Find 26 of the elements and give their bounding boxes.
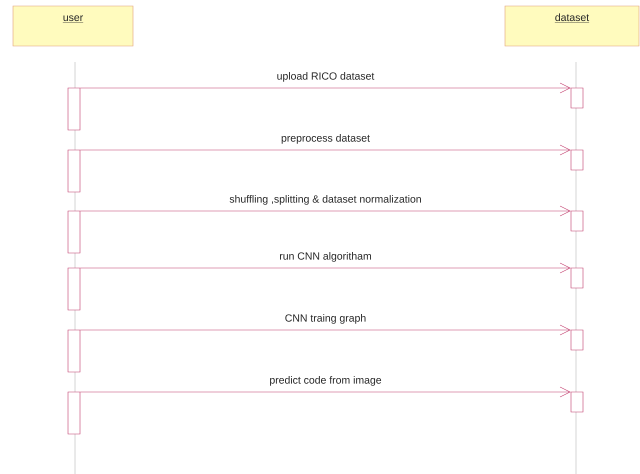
lifeline-header-box: dataset [504, 6, 640, 46]
activation-bar [570, 268, 584, 288]
message-label: predict code from image [270, 376, 382, 386]
message-label: CNN traing graph [285, 314, 366, 324]
activation-bar [68, 268, 80, 310]
activation-bar [68, 150, 80, 192]
message-arrow [80, 324, 571, 336]
message-arrow [80, 144, 571, 156]
message-arrow [80, 206, 571, 216]
message-arrow [80, 386, 571, 398]
activation-bar [68, 88, 80, 130]
activation-bar [570, 150, 584, 170]
activation-bar [570, 392, 584, 412]
activation-bar [570, 330, 584, 350]
message-label: shuffling ,splitting & dataset normalization [230, 195, 421, 205]
message-arrow [80, 262, 571, 274]
message-label: run CNN algoritham [280, 252, 371, 262]
message-label: upload RICO dataset [277, 72, 374, 82]
lifeline-header-box: user [12, 6, 134, 46]
activation-bar [68, 330, 80, 372]
activation-bar [68, 392, 80, 434]
activation-bar [570, 210, 584, 232]
message-arrow [80, 82, 571, 94]
activation-bar [68, 210, 80, 254]
activation-bar [570, 88, 584, 108]
message-label: preprocess dataset [282, 134, 370, 144]
